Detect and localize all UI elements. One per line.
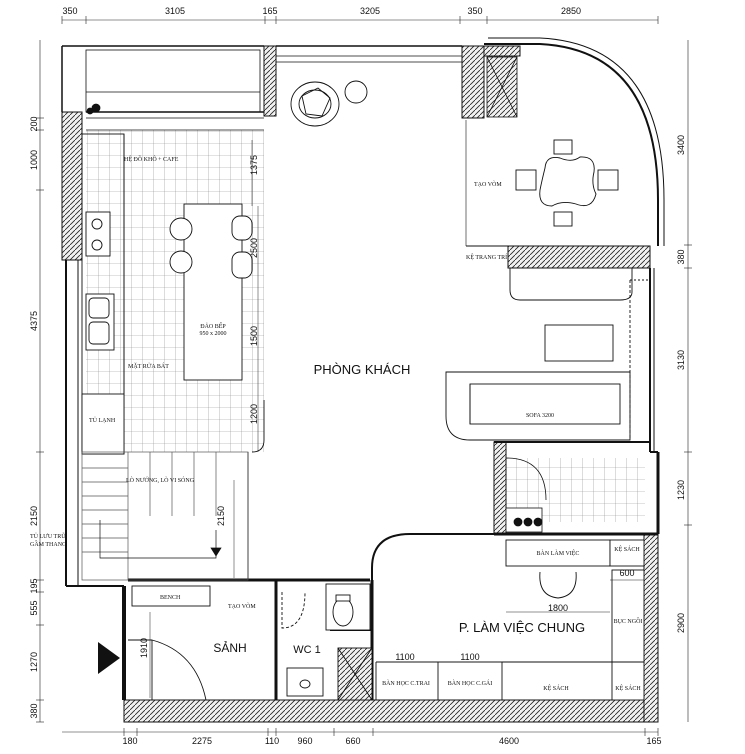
label-bookshelf-top: KỆ SÁCH — [614, 545, 640, 553]
dim-top-1: 350 — [62, 6, 77, 16]
dim-right-1: 3400 — [676, 135, 686, 155]
lounge-chair-icon — [290, 80, 368, 127]
label-storage-1: TỦ LƯU TRỮ — [30, 532, 66, 540]
dim-left-6: 555 — [29, 600, 39, 615]
entrance-arrow-icon — [98, 642, 120, 674]
dim-right-2: 380 — [676, 249, 686, 264]
dim-left-3: 4375 — [29, 311, 39, 331]
dim-inner-2500: 2500 — [249, 238, 259, 258]
label-bench: BENCH — [160, 595, 181, 601]
room-label-work: P. LÀM VIỆC CHUNG — [459, 620, 585, 635]
floor-tiles — [86, 130, 645, 580]
label-decor-shelf: KỆ TRANG TRÍ — [466, 253, 507, 261]
dim-inner-1500: 1500 — [249, 326, 259, 346]
balcony — [85, 49, 518, 131]
label-arch-dining: TẠO VÒM — [474, 180, 502, 188]
label-arch-lobby: TẠO VÒM — [228, 602, 256, 610]
dim-left-5: 195 — [29, 578, 39, 593]
dim-inner-1910: 1910 — [139, 638, 149, 658]
label-sofa: SOFA 3200 — [526, 413, 554, 419]
label-bookshelf-corner: KỆ SÁCH — [615, 684, 641, 692]
room-label-lobby: SẢNH — [213, 640, 246, 655]
inner-dimension-lines — [149, 140, 644, 698]
label-sink-counter: MẶT RỬA BÁT — [128, 362, 169, 370]
label-island: ĐẢO BẾP — [200, 322, 226, 330]
dim-left-4: 2150 — [29, 506, 39, 526]
dim-bottom-3: 110 — [265, 736, 279, 746]
dim-bottom-7: 165 — [646, 736, 661, 746]
dim-inner-1200: 1200 — [249, 404, 259, 424]
dim-top-2: 3105 — [165, 6, 185, 16]
dim-bottom-4: 960 — [297, 736, 312, 746]
dim-top-4: 3205 — [360, 6, 380, 16]
closet — [505, 457, 547, 533]
dim-bottom-5: 660 — [345, 736, 360, 746]
dim-inner-1375: 1375 — [249, 155, 259, 175]
dim-bottom-2: 2275 — [192, 736, 212, 746]
dim-top-6: 2850 — [561, 6, 581, 16]
dim-right-3: 3130 — [676, 350, 686, 370]
dim-left-7: 1270 — [29, 652, 39, 672]
dim-inner-600: 600 — [619, 568, 634, 578]
label-desk-girl: BÀN HỌC C.GÁI — [448, 679, 493, 687]
dining-table — [465, 120, 619, 247]
label-reading-seat: BỤC NGỒI — [614, 617, 643, 625]
dim-inner-1800: 1800 — [548, 603, 568, 613]
label-cafe-shelf: HỆ ĐỒ KHÔ + CAFE — [124, 155, 179, 163]
label-island-size: 950 x 2000 — [200, 331, 227, 337]
dim-left-2: 1000 — [29, 150, 39, 170]
living-furniture — [445, 267, 650, 441]
dim-bottom-1: 180 — [122, 736, 137, 746]
kitchen — [81, 133, 265, 455]
label-bookshelf-bottom: KỆ SÁCH — [543, 684, 569, 692]
wc-fixtures — [281, 583, 373, 701]
staircase — [81, 451, 249, 581]
walls — [61, 45, 659, 723]
label-oven: LÒ NƯỚNG, LÒ VI SÓNG — [126, 476, 195, 484]
dim-right-4: 1230 — [676, 480, 686, 500]
label-fridge: TỦ LẠNH — [89, 416, 116, 424]
dim-top-3: 165 — [262, 6, 277, 16]
dimension-lines — [36, 16, 692, 736]
label-desk-boy: BÀN HỌC C.TRAI — [382, 679, 430, 687]
dim-right-5: 2900 — [676, 613, 686, 633]
room-label-wc: WC 1 — [293, 644, 321, 656]
dim-left-1: 200 — [29, 116, 39, 131]
label-desk: BÀN LÀM VIỆC — [537, 549, 580, 557]
dim-left-8: 380 — [29, 703, 39, 718]
dim-bottom-6: 4600 — [499, 736, 519, 746]
lobby-furniture — [128, 585, 211, 701]
dim-inner-1100-a: 1100 — [395, 652, 414, 662]
room-label-living: PHÒNG KHÁCH — [314, 362, 411, 377]
dim-inner-2150: 2150 — [216, 506, 226, 526]
dim-top-5: 350 — [467, 6, 482, 16]
label-storage-2: GẦM THANG — [30, 540, 67, 548]
work-room-furniture — [375, 539, 645, 701]
dim-inner-1100-b: 1100 — [460, 652, 479, 662]
